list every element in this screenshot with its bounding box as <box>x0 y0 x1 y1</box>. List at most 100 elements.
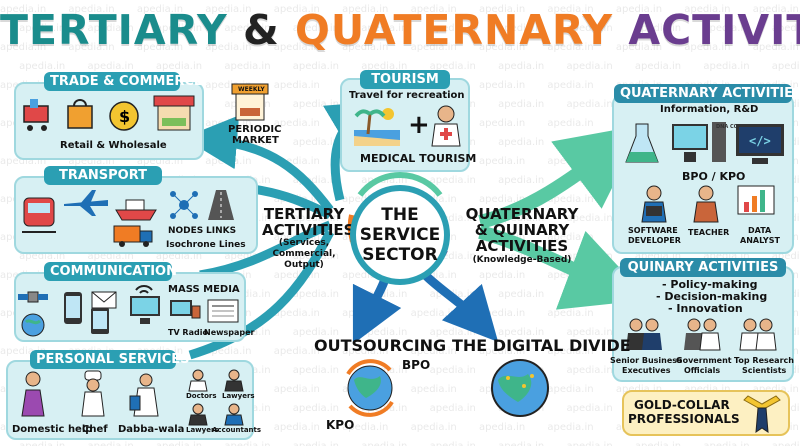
lawyers-label: Lawyers <box>222 392 255 400</box>
tourism-sub: Travel for recreation <box>349 90 465 101</box>
tv-radio-label: TV Radio <box>168 328 208 337</box>
links-label: LINKS <box>206 226 237 236</box>
outsourcing-globe-icon <box>346 359 394 417</box>
executives-label-1: Senior Business <box>610 356 682 365</box>
tertiary-sub-1: (Services, <box>278 238 330 248</box>
officials-label-1: Government <box>676 356 732 365</box>
shopping-bag-icon <box>67 99 93 129</box>
tablet-icon <box>91 308 109 334</box>
smartphone-icon <box>64 292 82 324</box>
truck-icon <box>113 225 153 247</box>
periodic-label-1: PERIODIC <box>228 124 282 135</box>
accountants-label: Accountants <box>212 426 262 434</box>
tv-radio-icon <box>170 300 201 319</box>
gold-label-1: GOLD-COLLAR <box>634 398 730 412</box>
center-line-3: SECTOR <box>362 245 438 265</box>
doctor-icon <box>188 369 208 392</box>
chef-icon <box>81 370 105 417</box>
scientists-label-2: Scientists <box>742 366 787 375</box>
lawyers-label-2: Lawyers <box>186 426 219 434</box>
center-line-2: SERVICE <box>359 225 441 245</box>
quinary-header: QUINARY ACTIVITIES <box>620 258 786 277</box>
data-analyst-icon <box>737 185 775 215</box>
quaternary-header: QUATERNARY ACTIVITIES <box>614 84 800 103</box>
newspaper-icon <box>207 299 239 323</box>
nodes-icon <box>170 191 198 219</box>
email-icon <box>91 291 117 309</box>
personal-header: PERSONAL SERVICES <box>30 350 190 369</box>
mass-media-label: MASS MEDIA <box>168 284 240 295</box>
center-line-1: THE <box>381 205 419 225</box>
q-center-sub: (Knowledge-Based) <box>472 255 572 265</box>
q-center-line-2: & QUINARY <box>474 221 570 239</box>
title-activities: ACTIVITIES <box>628 6 800 54</box>
outsourcing-kpo: KPO <box>326 418 355 432</box>
tertiary-title-1: TERTIARY <box>263 205 345 223</box>
title-quaternary: QUATERNARY <box>295 6 614 54</box>
svg-text:</>: </> <box>749 134 771 148</box>
dabba-label: Dabba-wala <box>118 424 185 435</box>
bpo-kpo-label: BPO / KPO <box>682 170 746 183</box>
isochrone-label: Isochrone Lines <box>166 240 246 250</box>
domestic-help-icon <box>21 371 45 417</box>
lab-flask-icon <box>625 123 659 163</box>
trade-header: TRADE & COMMERCE <box>44 72 203 91</box>
lawyer-icon <box>224 369 244 392</box>
analyst-label-1: DATA <box>748 226 772 235</box>
svg-text:$: $ <box>119 107 130 126</box>
research-scientists-icon <box>739 318 777 351</box>
doctor-figure-icon <box>431 105 461 147</box>
teacher-icon <box>693 185 719 223</box>
lawyer-icon-2 <box>188 403 208 426</box>
digital-divide-globe-icon <box>491 359 549 417</box>
code-monitor-icon: </> <box>736 124 784 164</box>
teacher-label: TEACHER <box>688 228 730 237</box>
quaternary-sub: Information, R&D <box>660 104 759 115</box>
executives-label-2: Executives <box>622 366 671 375</box>
q-center-line-1: QUATERNARY <box>465 205 579 223</box>
communication-header: COMMUNICATION <box>44 262 177 281</box>
transport-header: TRANSPORT <box>44 166 162 185</box>
tertiary-sub-2: Commercial, <box>272 249 336 259</box>
analyst-label-2: ANALYST <box>740 236 780 245</box>
outsourcing-title: OUTSOURCING <box>314 336 447 355</box>
officials-label-2: Officials <box>684 366 721 375</box>
domestic-label: Domestic help <box>12 424 93 435</box>
scientists-label-1: Top Research <box>734 356 794 365</box>
beach-icon <box>354 108 400 146</box>
airplane-icon <box>64 190 108 216</box>
computer-workstation-icon <box>672 122 726 162</box>
coins-icon: $ <box>109 101 139 131</box>
outsourcing-bpo: BPO <box>402 358 431 372</box>
accountant-icon <box>224 403 244 426</box>
title-tertiary: TERTIARY <box>0 6 228 54</box>
developer-label-2: DEVELOPER <box>628 236 681 245</box>
gold-label-2: PROFESSIONALS <box>628 412 740 426</box>
digital-divide-title: THE DIGITAL DIVIDE <box>452 336 631 355</box>
trade-label: Retail & Wholesale <box>60 140 167 151</box>
shopping-cart-icon <box>23 99 49 131</box>
globe-icon <box>21 313 45 337</box>
shop-stall-icon <box>153 95 195 131</box>
medical-tourism-label: MEDICAL TOURISM <box>360 152 477 165</box>
newspaper-label: Newspaper <box>204 328 255 337</box>
wifi-icon <box>135 285 153 294</box>
periodic-label-2: MARKET <box>232 135 279 146</box>
train-icon <box>22 197 56 233</box>
plus-sign: + <box>408 110 430 140</box>
quinary-item-1: - Policy-making <box>662 278 758 291</box>
quaternary-center-label: QUATERNARY & QUINARY ACTIVITIES (Knowled… <box>462 206 582 266</box>
dabba-wala-icon <box>129 373 159 417</box>
satellite-icon <box>18 291 48 303</box>
tertiary-title-2: ACTIVITIES <box>262 221 355 239</box>
market-stall-icon <box>231 83 269 121</box>
page-title: TERTIARY & QUATERNARY ACTIVITIES <box>0 6 800 54</box>
quinary-item-3: - Innovation <box>668 302 743 315</box>
quinary-item-2: - Decision-making <box>656 290 768 303</box>
developer-label-1: SOFTWARE <box>628 226 678 235</box>
government-officials-icon <box>684 318 721 351</box>
code-tag: DNA CODE <box>716 124 746 130</box>
tourism-header: TOURISM <box>360 70 450 89</box>
software-developer-icon <box>641 185 667 223</box>
road-links-icon <box>208 190 234 220</box>
